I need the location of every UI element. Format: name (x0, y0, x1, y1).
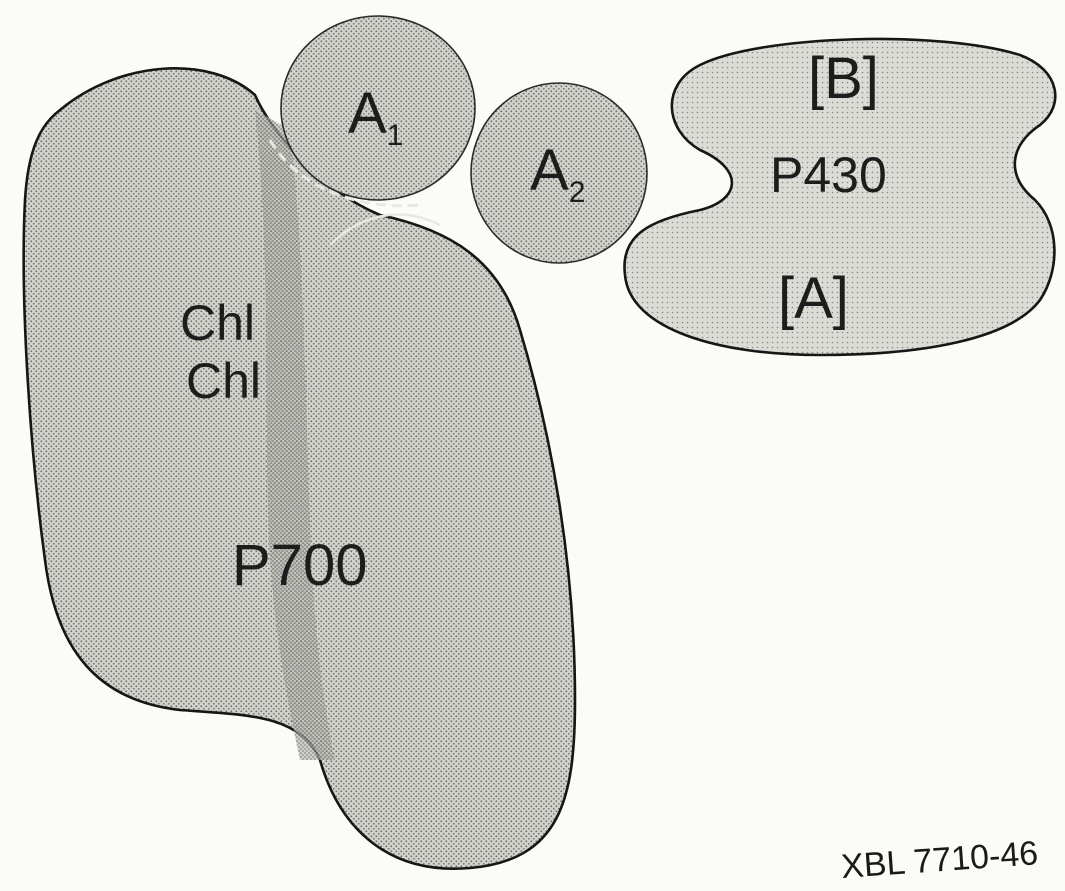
label-p430: P430 (770, 147, 887, 203)
label-chl-1: Chl (180, 295, 255, 351)
figure-code: XBL 7710-46 (840, 834, 1039, 886)
label-a-bracket: [A] (778, 266, 849, 331)
label-p700: P700 (232, 533, 367, 598)
label-chl-2: Chl (186, 353, 261, 409)
label-b-bracket: [B] (808, 46, 879, 111)
